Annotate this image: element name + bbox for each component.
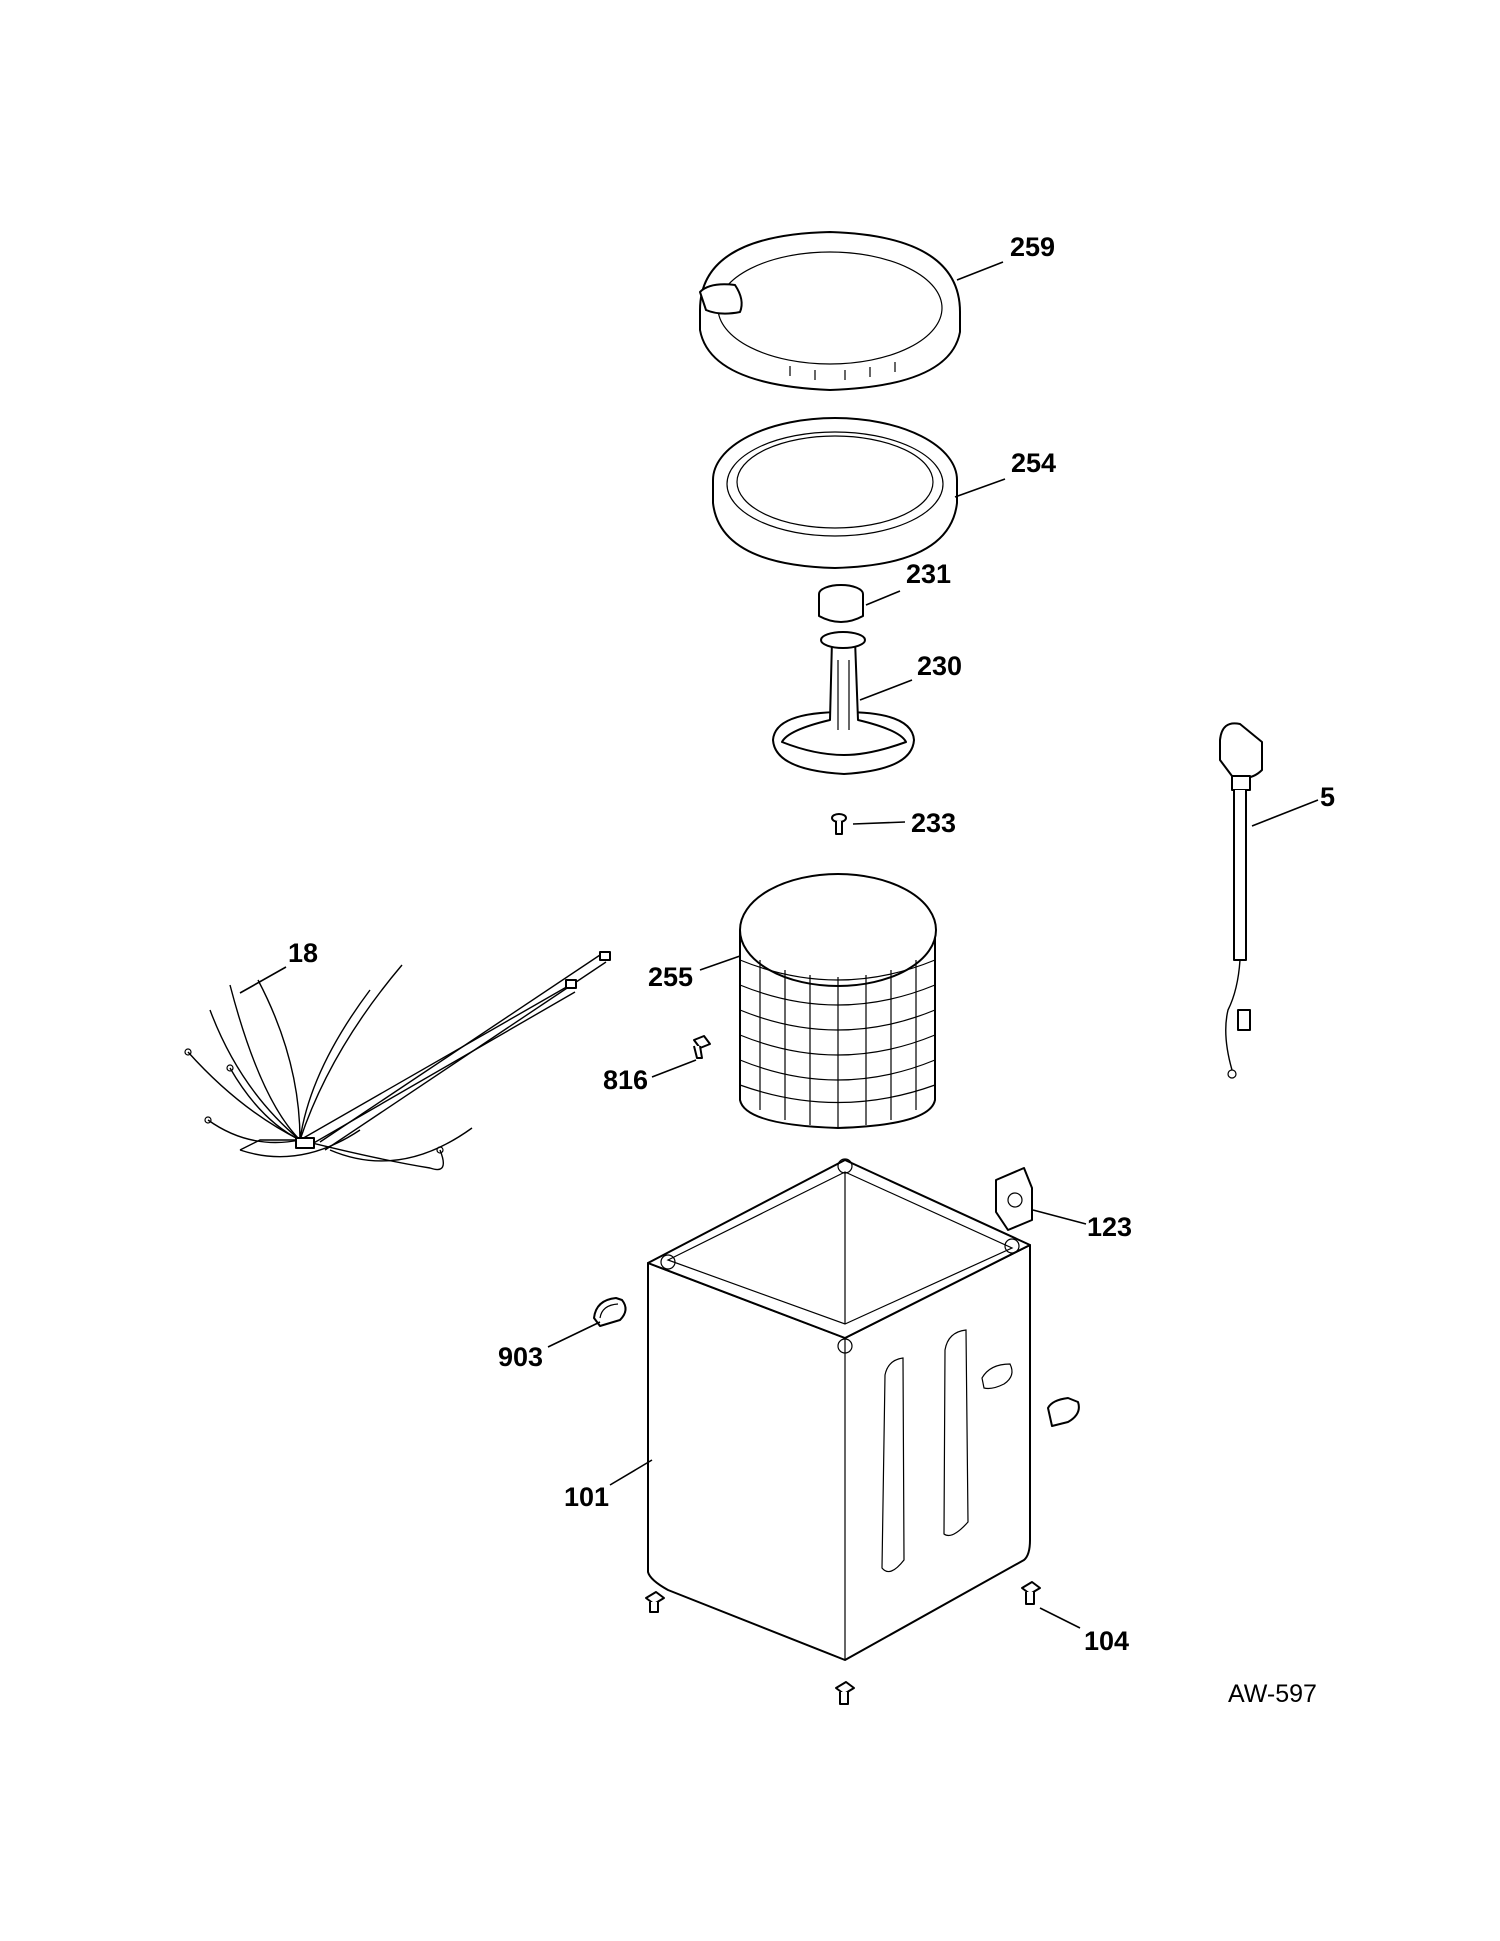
part-816-screw (693, 1035, 711, 1059)
leader-123 (1032, 1209, 1087, 1225)
callout-231: 231 (906, 559, 951, 589)
part-104-leveling-foot-right (1021, 1581, 1041, 1605)
callout-104: 104 (1084, 1626, 1129, 1656)
part-101-cabinet (647, 1158, 1080, 1661)
leader-101 (609, 1459, 653, 1486)
callout-255: 255 (648, 962, 693, 992)
leader-903 (547, 1321, 601, 1348)
leader-816 (651, 1059, 697, 1078)
callout-816: 816 (603, 1065, 648, 1095)
part-255-wash-basket (739, 873, 937, 1129)
part-259-tub-cover (699, 231, 961, 391)
part-903-clip (593, 1297, 627, 1327)
part-123-bracket (995, 1167, 1033, 1231)
part-18-wire-harness (184, 951, 611, 1171)
part-5-power-cord (1219, 722, 1263, 1079)
leader-5 (1251, 799, 1319, 827)
callout-5: 5 (1320, 782, 1335, 812)
callout-230: 230 (917, 651, 962, 681)
part-230-agitator (772, 631, 915, 775)
callout-903: 903 (498, 1342, 543, 1372)
callout-233: 233 (911, 808, 956, 838)
part-104-leveling-foot-front (835, 1681, 855, 1705)
part-104-leveling-foot-left (645, 1591, 665, 1613)
leader-259 (956, 261, 1004, 281)
part-233-screw (831, 813, 847, 835)
leader-254 (954, 478, 1006, 498)
leader-230 (859, 679, 913, 701)
callout-101: 101 (564, 1482, 609, 1512)
part-231-agitator-cap (818, 584, 864, 623)
callout-123: 123 (1087, 1212, 1132, 1242)
leader-18 (239, 966, 287, 994)
leader-231 (865, 590, 901, 606)
callout-18: 18 (288, 938, 318, 968)
callout-254: 254 (1011, 448, 1056, 478)
leader-255 (699, 955, 741, 971)
leader-233 (852, 821, 906, 825)
callout-259: 259 (1010, 232, 1055, 262)
leader-104 (1039, 1607, 1081, 1629)
part-254-balance-ring (712, 417, 958, 569)
figure-id: AW-597 (1228, 1680, 1317, 1708)
